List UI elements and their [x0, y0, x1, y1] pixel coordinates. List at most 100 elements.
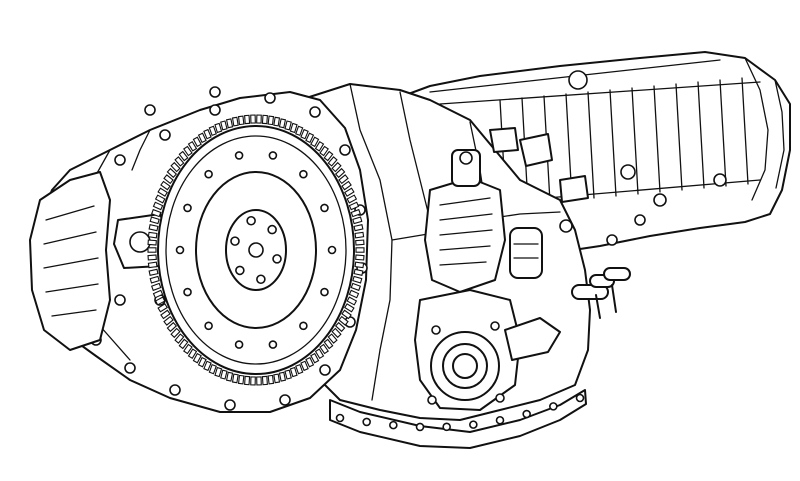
bell-bolt — [114, 294, 126, 306]
gear-tooth — [323, 150, 334, 162]
pan-bolt — [415, 422, 425, 432]
gear-tooth — [178, 338, 189, 350]
final-drive-cover — [29, 171, 171, 351]
gear-tooth — [256, 114, 262, 124]
hub-bolt — [256, 274, 266, 285]
gear-tooth — [237, 115, 245, 126]
gear-tooth — [154, 296, 166, 306]
flex-plate-holes — [175, 151, 337, 349]
housing-rib — [631, 87, 639, 195]
bell-bolt — [279, 394, 291, 406]
gear-tooth — [350, 208, 362, 218]
gear-tooth — [147, 247, 157, 253]
gear-tooth — [237, 374, 245, 385]
gear-tooth — [150, 208, 162, 218]
gear-tooth — [170, 161, 181, 173]
gear-tooth — [344, 303, 355, 313]
plate-hole — [234, 151, 244, 160]
gear-tooth — [350, 282, 362, 292]
gear-tooth — [319, 145, 329, 157]
gear-tooth — [154, 194, 166, 204]
plate-hole — [234, 340, 244, 349]
gear-tooth — [278, 371, 287, 382]
hub-bolts — [230, 215, 282, 285]
housing-rib — [653, 85, 661, 193]
pan-bolt — [362, 417, 371, 427]
gear-tooth — [331, 327, 342, 339]
gear-tooth — [273, 116, 281, 127]
plate-hole — [320, 203, 329, 213]
gear-tooth — [338, 174, 349, 185]
plate-hole — [268, 151, 278, 160]
gear-tooth — [314, 348, 325, 360]
gear-tooth — [267, 374, 275, 385]
pan-bolt — [522, 409, 531, 419]
hub-bolt — [272, 254, 282, 264]
gear-tooth — [147, 261, 158, 269]
gear-tooth — [183, 343, 193, 355]
gear-tooth — [160, 180, 171, 191]
gear-tooth — [289, 366, 298, 378]
gear-tooth — [300, 128, 309, 140]
gear-tooth — [295, 125, 304, 137]
plate-hole — [204, 169, 213, 179]
bell-housing-bolts — [90, 86, 368, 411]
plate-hole — [183, 287, 192, 297]
plate-hole — [268, 340, 278, 349]
housing-rib — [741, 77, 749, 185]
center-pilot — [248, 242, 264, 258]
bell-bolt — [339, 144, 351, 156]
gear-tooth — [300, 360, 309, 372]
gear-tooth — [203, 360, 212, 372]
bell-bolt — [319, 364, 331, 376]
gear-tooth — [187, 140, 198, 152]
gear-tooth — [346, 296, 358, 306]
gear-tooth — [166, 321, 178, 333]
gear-tooth — [305, 356, 315, 368]
bell-bolt — [264, 92, 276, 104]
hub-bolt — [267, 224, 277, 235]
bell-bolt — [159, 129, 171, 141]
gear-tooth — [214, 366, 223, 378]
pan-bolt — [469, 420, 478, 429]
bell-bolt — [144, 104, 156, 116]
gear-tooth — [341, 180, 352, 191]
gear-tooth — [261, 114, 268, 125]
gear-tooth — [197, 356, 207, 368]
pan-bolt — [389, 420, 398, 430]
housing-rib — [675, 83, 683, 191]
gear-tooth — [354, 231, 365, 239]
gear-tooth — [278, 118, 287, 129]
bell-bolt — [209, 86, 221, 98]
gear-tooth — [344, 187, 355, 197]
gear-tooth — [355, 247, 365, 253]
gear-tooth — [163, 174, 174, 185]
gear-tooth — [147, 239, 157, 246]
gear-tooth — [261, 375, 268, 386]
oil-pan-bolts — [335, 393, 585, 432]
gear-tooth — [305, 132, 315, 144]
gear-tooth — [160, 309, 171, 320]
gear-tooth — [334, 321, 346, 333]
gear-tooth — [157, 187, 168, 197]
gear-tooth — [353, 268, 364, 276]
gear-tooth — [310, 352, 320, 364]
plate-hole — [183, 203, 192, 213]
gear-tooth — [163, 315, 174, 326]
gear-tooth — [174, 156, 185, 167]
gear-tooth — [166, 167, 178, 179]
gear-tooth — [225, 118, 234, 129]
valve-body-detail — [424, 127, 589, 293]
bell-bolt — [224, 399, 236, 411]
gear-tooth — [192, 352, 202, 364]
gear-tooth — [244, 114, 251, 125]
gear-tooth — [147, 231, 158, 239]
gear-tooth — [355, 239, 365, 246]
plate-hole — [299, 321, 308, 331]
gear-tooth — [334, 167, 346, 179]
gear-tooth — [197, 132, 207, 144]
gear-tooth — [178, 150, 189, 162]
gear-tooth — [323, 338, 334, 350]
housing-rib — [609, 89, 617, 197]
pan-bolt — [549, 402, 558, 411]
